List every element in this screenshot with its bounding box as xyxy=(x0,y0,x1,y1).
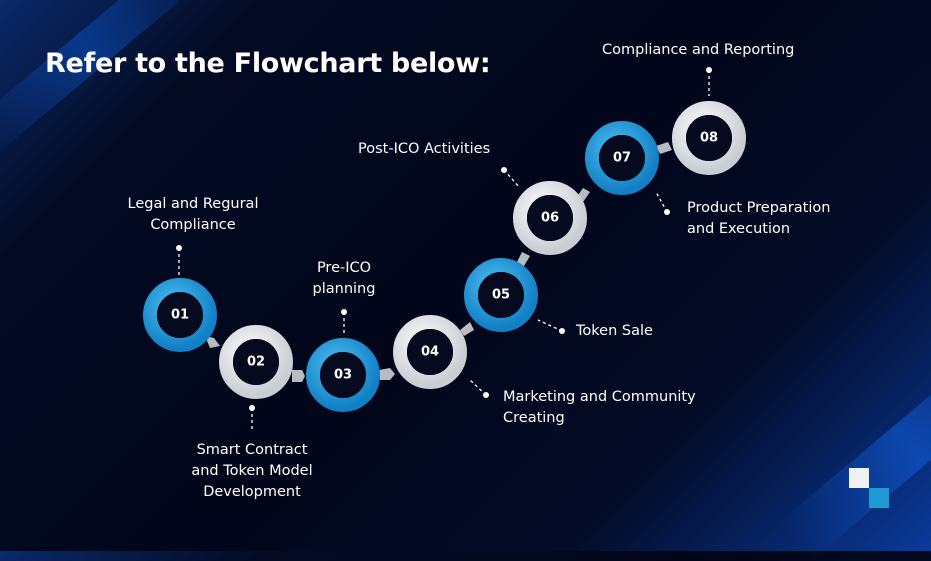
arrow-icon xyxy=(292,370,305,382)
label-line: and Token Model xyxy=(191,463,313,479)
arrow-icon xyxy=(517,252,530,266)
page-title: Refer to the Flowchart below: xyxy=(45,48,491,79)
step-08-label: Compliance and Reporting xyxy=(602,40,794,61)
step-02-node: 02 xyxy=(219,325,293,399)
svg-text:02: 02 xyxy=(247,355,265,370)
step-04-label: Marketing and Community Creating xyxy=(503,387,696,429)
arrow-icon xyxy=(656,142,672,154)
step-03-node: 03 xyxy=(306,338,380,412)
connectors xyxy=(178,70,710,432)
step-07-node: 07 xyxy=(585,121,659,195)
arrows xyxy=(205,142,672,382)
step-06-label: Post-ICO Activities xyxy=(358,139,490,160)
step-02-label: Smart Contract and Token Model Developme… xyxy=(162,440,342,503)
step-05-node: 05 xyxy=(464,258,538,332)
label-line: Post-ICO Activities xyxy=(358,141,491,157)
connector-dots xyxy=(176,67,712,411)
label-line: Pre-ICO xyxy=(316,260,372,276)
step-01-label: Legal and Regural Compliance xyxy=(103,194,283,236)
step-06-node: 06 xyxy=(513,181,587,255)
svg-text:06: 06 xyxy=(541,211,559,226)
label-line: and Execution xyxy=(687,221,791,237)
svg-text:08: 08 xyxy=(700,131,718,146)
svg-text:01: 01 xyxy=(171,308,189,323)
label-line: Compliance xyxy=(150,217,236,233)
step-08-node: 08 xyxy=(672,101,746,175)
step-03-label: Pre-ICO planning xyxy=(284,258,404,300)
svg-text:07: 07 xyxy=(613,151,631,166)
label-line: Token Sale xyxy=(576,323,653,339)
logo-square-blue xyxy=(869,488,889,508)
svg-text:04: 04 xyxy=(421,345,439,360)
svg-text:05: 05 xyxy=(492,288,510,303)
svg-text:03: 03 xyxy=(334,368,352,383)
label-line: Development xyxy=(203,484,301,500)
label-line: Compliance and Reporting xyxy=(602,42,795,58)
arrow-icon xyxy=(460,322,474,336)
label-line: Creating xyxy=(503,410,565,426)
label-line: Legal and Regural xyxy=(127,196,259,212)
step-01-node: 01 xyxy=(143,278,217,352)
step-05-label: Token Sale xyxy=(576,321,653,342)
logo-square-white xyxy=(849,468,869,488)
label-line: Smart Contract xyxy=(196,442,308,458)
step-04-node: 04 xyxy=(393,315,467,389)
label-line: planning xyxy=(312,281,376,297)
step-07-label: Product Preparation and Execution xyxy=(687,198,830,240)
arrow-icon xyxy=(379,368,395,380)
label-line: Marketing and Community xyxy=(503,389,696,405)
arrow-icon xyxy=(205,336,220,348)
label-line: Product Preparation xyxy=(687,200,831,216)
